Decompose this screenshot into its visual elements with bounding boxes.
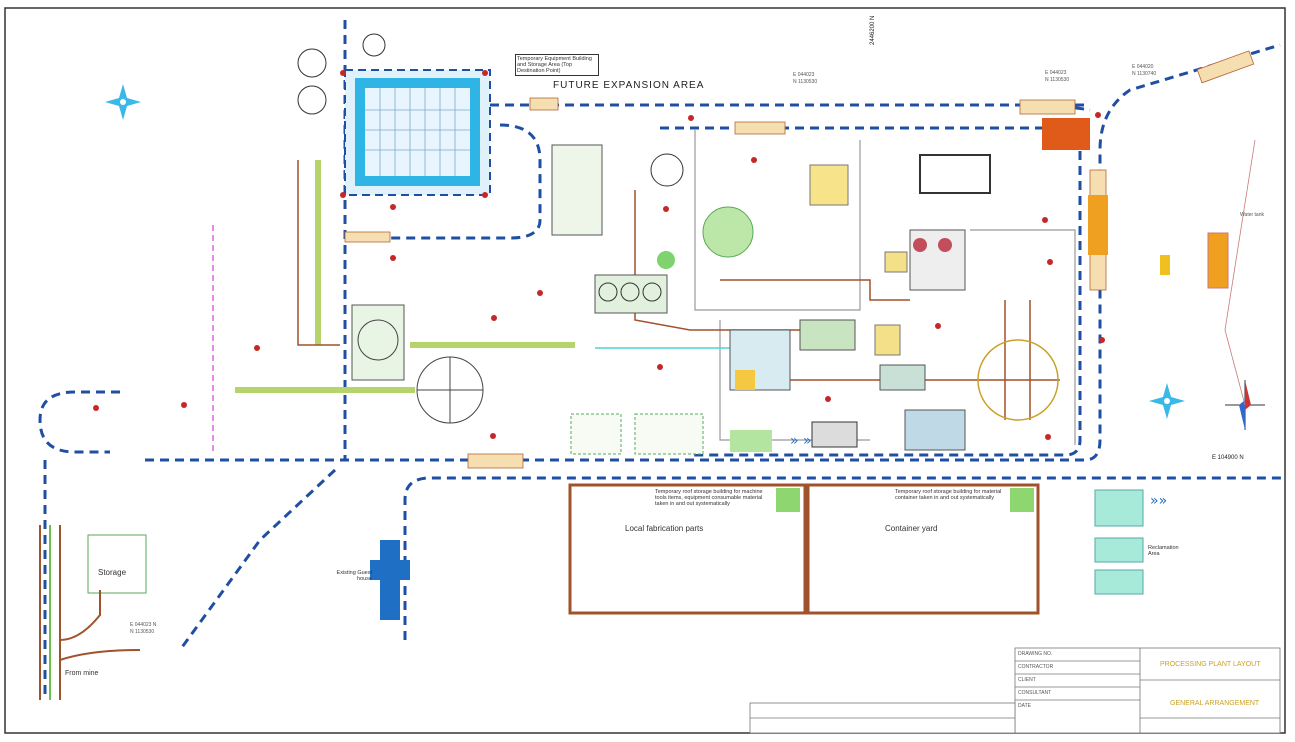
bay-1: [570, 413, 622, 455]
coord-storage-1: E 044023 N: [130, 622, 157, 628]
title-block: [749, 647, 1281, 734]
chevrons: » »: [790, 433, 812, 449]
yard-marker-left: [776, 488, 800, 512]
storage-label: Storage: [98, 568, 127, 577]
reclamation-label: Reclamation Area: [1148, 545, 1179, 557]
chevrons-right: »»: [1150, 493, 1167, 509]
local-fab-label: Local fabrication parts: [625, 524, 704, 533]
coord-top-left-2: N 1130740: [1132, 71, 1157, 77]
drawing-border: [4, 7, 1286, 734]
coord-top-mid-1: E 044023: [793, 72, 815, 78]
local-fab-yard: [568, 483, 807, 615]
process-plant: [729, 154, 991, 452]
water-tank-shape: [1207, 232, 1229, 289]
compass-rose-icon: [105, 84, 141, 120]
container-yard-label: Container yard: [885, 524, 938, 533]
tb-row-4: DATE: [1018, 703, 1031, 709]
mill-unit: [594, 274, 668, 314]
markers: [93, 70, 1105, 440]
tb-row-0: DRAWING NO.: [1018, 651, 1053, 657]
tb-row-1: CONTRACTOR: [1018, 664, 1054, 670]
small-tank: [1160, 255, 1170, 275]
svg-text:» »: » »: [790, 433, 812, 449]
mine-road: [39, 525, 141, 700]
temp-building-note: Temporary Equipment Building and Storage…: [515, 54, 599, 76]
bay-2: [634, 413, 704, 455]
leader-line: [1224, 139, 1256, 406]
tb-project: PROCESSING PLANT LAYOUT: [1160, 661, 1261, 668]
container-yard: [806, 483, 1040, 615]
coord-top-right-2: N 1130530: [1045, 77, 1070, 83]
coord-top-mid-2: N 1130530: [793, 79, 818, 85]
yard-marker-right: [1010, 488, 1034, 512]
guest-house-label: Existing Guest house: [336, 570, 372, 582]
thickener-right: [977, 339, 1059, 421]
coord-top-right-1: E 044023: [1045, 70, 1067, 76]
orange-block: [1042, 118, 1090, 150]
tb-row-3: CONSULTANT: [1018, 690, 1052, 696]
north-coordinate: 2446200 N: [870, 15, 876, 45]
area-title: FUTURE EXPANSION AREA: [553, 80, 705, 91]
crusher-unit: [351, 304, 405, 381]
pond-structure: [344, 69, 491, 196]
water-tank-label: Water tank: [1240, 212, 1264, 218]
coord-top-left-1: E 044020: [1132, 64, 1154, 70]
conveyors: [235, 160, 575, 393]
storage-box: [87, 534, 147, 594]
yard-note-right: Temporary roof storage building for mate…: [895, 489, 1002, 501]
tb-row-2: CLIENT: [1018, 677, 1036, 683]
from-mine-label: From mine: [65, 670, 99, 677]
green-small-tank: [657, 251, 675, 269]
yard-note-left: Temporary roof storage building for mach…: [655, 489, 763, 507]
tb-sheet: GENERAL ARRANGEMENT: [1170, 700, 1260, 707]
compass-rose-icon: [1149, 383, 1185, 419]
guest-house-shape: [370, 540, 410, 620]
yellow-block: [1088, 195, 1108, 255]
coord-storage-2: N 1130530: [130, 629, 155, 635]
east-coordinate: E 104900 N: [1212, 455, 1244, 461]
cooling-block: [551, 144, 603, 236]
green-tank: [702, 206, 754, 258]
reclamation-pads: [1094, 489, 1144, 595]
